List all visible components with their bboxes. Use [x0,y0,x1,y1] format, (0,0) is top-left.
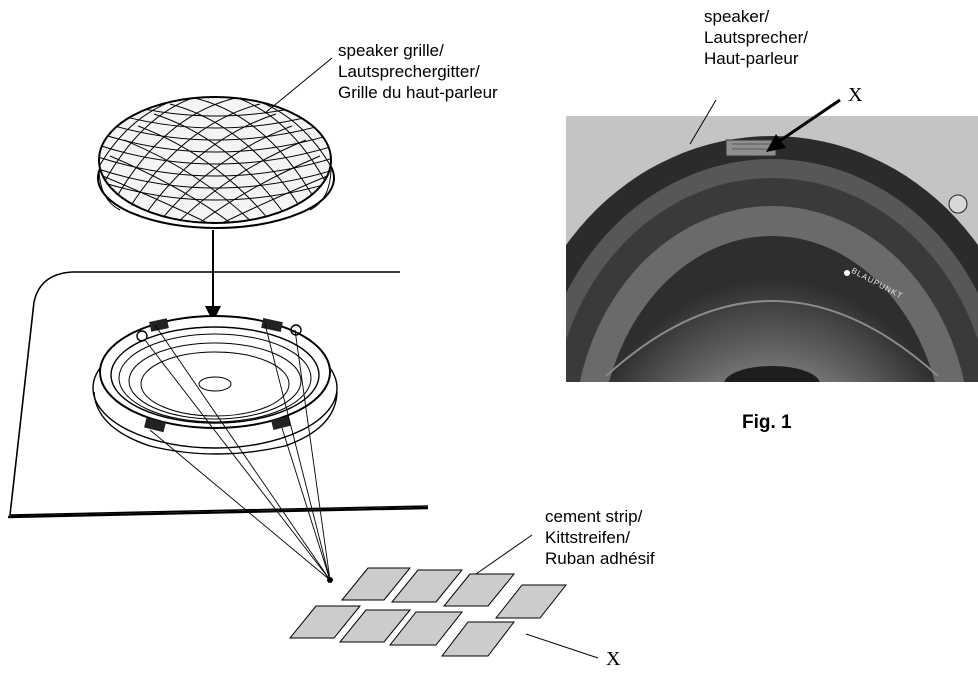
cement-leader [475,534,533,575]
speaker-grille-drawing [97,96,335,229]
speaker-frame-drawing [92,315,338,455]
x-marker-photo: X [848,84,863,106]
figure-caption: Fig. 1 [742,412,792,433]
speaker-photo: BLAUPUNKT [566,116,978,382]
cement-strips [288,567,568,657]
speaker-photo-art [566,116,978,382]
grille-label: speaker grille/ Lautsprechergitter/ Gril… [338,41,498,102]
cement-label: cement strip/ Kittstreifen/ Ruban adhési… [545,507,655,568]
guide-lines [144,323,331,581]
grille-leader [264,57,333,114]
panel-outline [9,271,429,516]
x-leader-bottom [525,633,599,659]
speaker-label: speaker/ Lautsprecher/ Haut-parleur [704,7,808,68]
x-marker-strip: X [606,648,621,670]
panel-edge [7,506,429,519]
